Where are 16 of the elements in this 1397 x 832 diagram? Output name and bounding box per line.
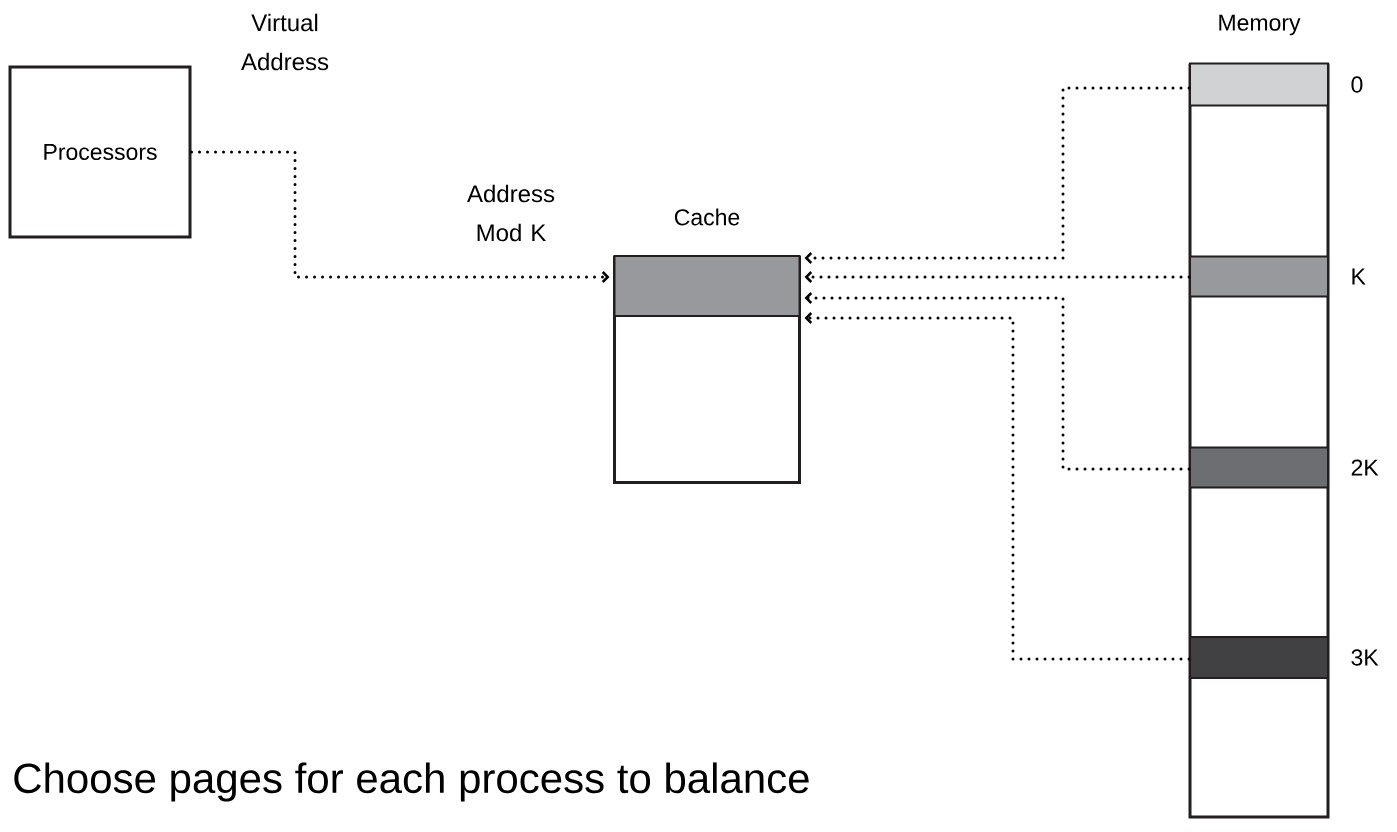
address-label: 3K — [1351, 649, 1379, 666]
processor-box: Processors — [8, 65, 192, 239]
address-label: 0 — [1351, 76, 1363, 93]
arrow — [190, 150, 610, 283]
arrow — [804, 86, 1191, 264]
heading: Memory — [1219, 14, 1301, 36]
annotation: Address Mod K — [467, 184, 555, 242]
arrow — [804, 271, 1191, 283]
caption: Choose pages for each process to balance — [14, 762, 809, 802]
heading: Cache — [674, 208, 740, 226]
address-label: 2K — [1351, 459, 1379, 476]
annotation: Virtual Address — [241, 13, 329, 71]
slot-bar — [613, 255, 801, 317]
address-label: K — [1352, 268, 1366, 285]
arrow — [804, 312, 1191, 661]
arrow — [804, 292, 1191, 471]
